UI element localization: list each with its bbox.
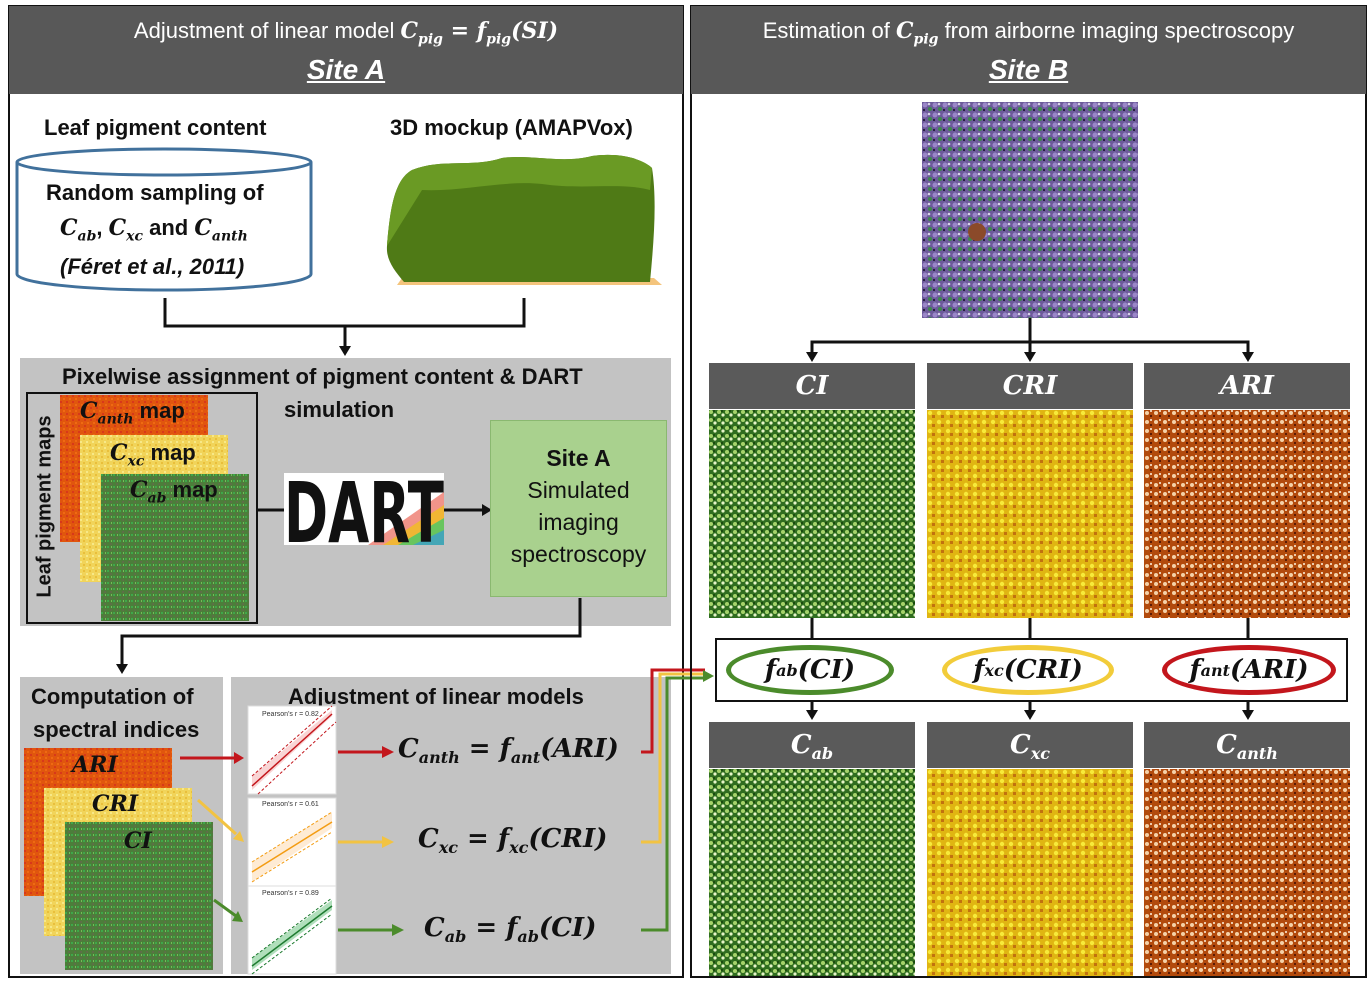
index-label-cri: CRI — [92, 791, 139, 817]
header-cri: CRI — [927, 363, 1133, 409]
left-site-label: Site A — [306, 54, 386, 85]
c-anth-map-image — [1144, 769, 1350, 976]
aerial-image — [922, 102, 1138, 318]
leaf-pigment-label: Leaf pigment content — [44, 115, 267, 140]
simulated-line2: Simulated — [527, 477, 630, 503]
equation-ab: Cab = fab(CI) — [424, 913, 597, 947]
pixelwise-title-line1: Pixelwise assignment of pigment content … — [62, 364, 583, 389]
pearson-label-xc: Pearson's r = 0.61 — [262, 801, 319, 808]
db-line2: Cab, Cxc and Canth — [60, 215, 248, 245]
top-connector — [163, 298, 526, 356]
right-header: Estimation of Cpig from airborne imaging… — [691, 6, 1366, 94]
mockup-3d-image — [386, 154, 662, 285]
right-title-part1: Estimation of — [762, 18, 890, 43]
left-title-formula: Cpig = fpig(SI) — [400, 18, 559, 48]
leaf-maps-frame — [26, 392, 258, 624]
header-ari: ARI — [1144, 363, 1350, 409]
simulated-line4: spectroscopy — [510, 541, 647, 567]
simulated-box: Site A Simulated imaging spectroscopy — [490, 420, 667, 597]
c-xc-map-image — [927, 769, 1133, 976]
index-label-ci: CI — [124, 828, 152, 854]
map-anth-label: Canth map — [80, 398, 185, 428]
database-cylinder — [15, 147, 313, 292]
simulated-line3: imaging — [538, 509, 619, 535]
scatter-plot-anth — [247, 705, 337, 795]
db-line3: (Féret et al., 2011) — [60, 254, 245, 279]
header-c-anth: Canth — [1144, 722, 1350, 768]
sim-connector — [116, 598, 582, 674]
computation-line2: spectral indices — [33, 717, 200, 742]
scatter-plot-ab — [247, 885, 337, 975]
index-map-ci — [65, 822, 213, 970]
ci-map-image — [709, 410, 915, 618]
header-ci: CI — [709, 363, 915, 409]
mockup-label: 3D mockup (AMAPVox) — [390, 115, 633, 140]
pearson-label-anth: Pearson's r = 0.82 — [262, 711, 319, 718]
right-title-formula: Cpig — [896, 18, 939, 48]
pixelwise-title-line2: simulation — [284, 397, 395, 422]
map-ab-label: Cab map — [130, 477, 218, 507]
equation-anth: Canth = fant(ARI) — [398, 734, 619, 768]
right-title-part2: from airborne imaging spectroscopy — [944, 18, 1295, 43]
simulated-line1: Site A — [546, 445, 611, 471]
computation-line1: Computation of — [31, 684, 194, 709]
right-site-label: Site B — [988, 54, 1069, 85]
map-ab — [101, 474, 249, 621]
header-c-xc: Cxc — [927, 722, 1133, 768]
pearson-label-ab: Pearson's r = 0.89 — [262, 890, 319, 897]
adjustment-title: Adjustment of linear models — [288, 684, 584, 709]
left-title: Adjustment of linear model — [133, 18, 395, 43]
left-header: Adjustment of linear model Cpig = fpig(S… — [9, 6, 683, 94]
index-label-ari: ARI — [72, 752, 118, 778]
cri-map-image — [927, 410, 1133, 618]
index-arrows — [180, 668, 714, 936]
dart-logo-text: DART — [284, 464, 444, 562]
equation-xc: Cxc = fxc(CRI) — [418, 824, 608, 858]
scatter-plot-xc — [247, 797, 337, 887]
c-ab-map-image — [709, 769, 915, 976]
map-xc-label: Cxc map — [110, 440, 196, 470]
header-c-ab: Cab — [709, 722, 915, 768]
dart-logo: DART — [258, 464, 492, 562]
db-line1: Random sampling of — [46, 180, 264, 205]
ari-map-image — [1144, 410, 1350, 618]
